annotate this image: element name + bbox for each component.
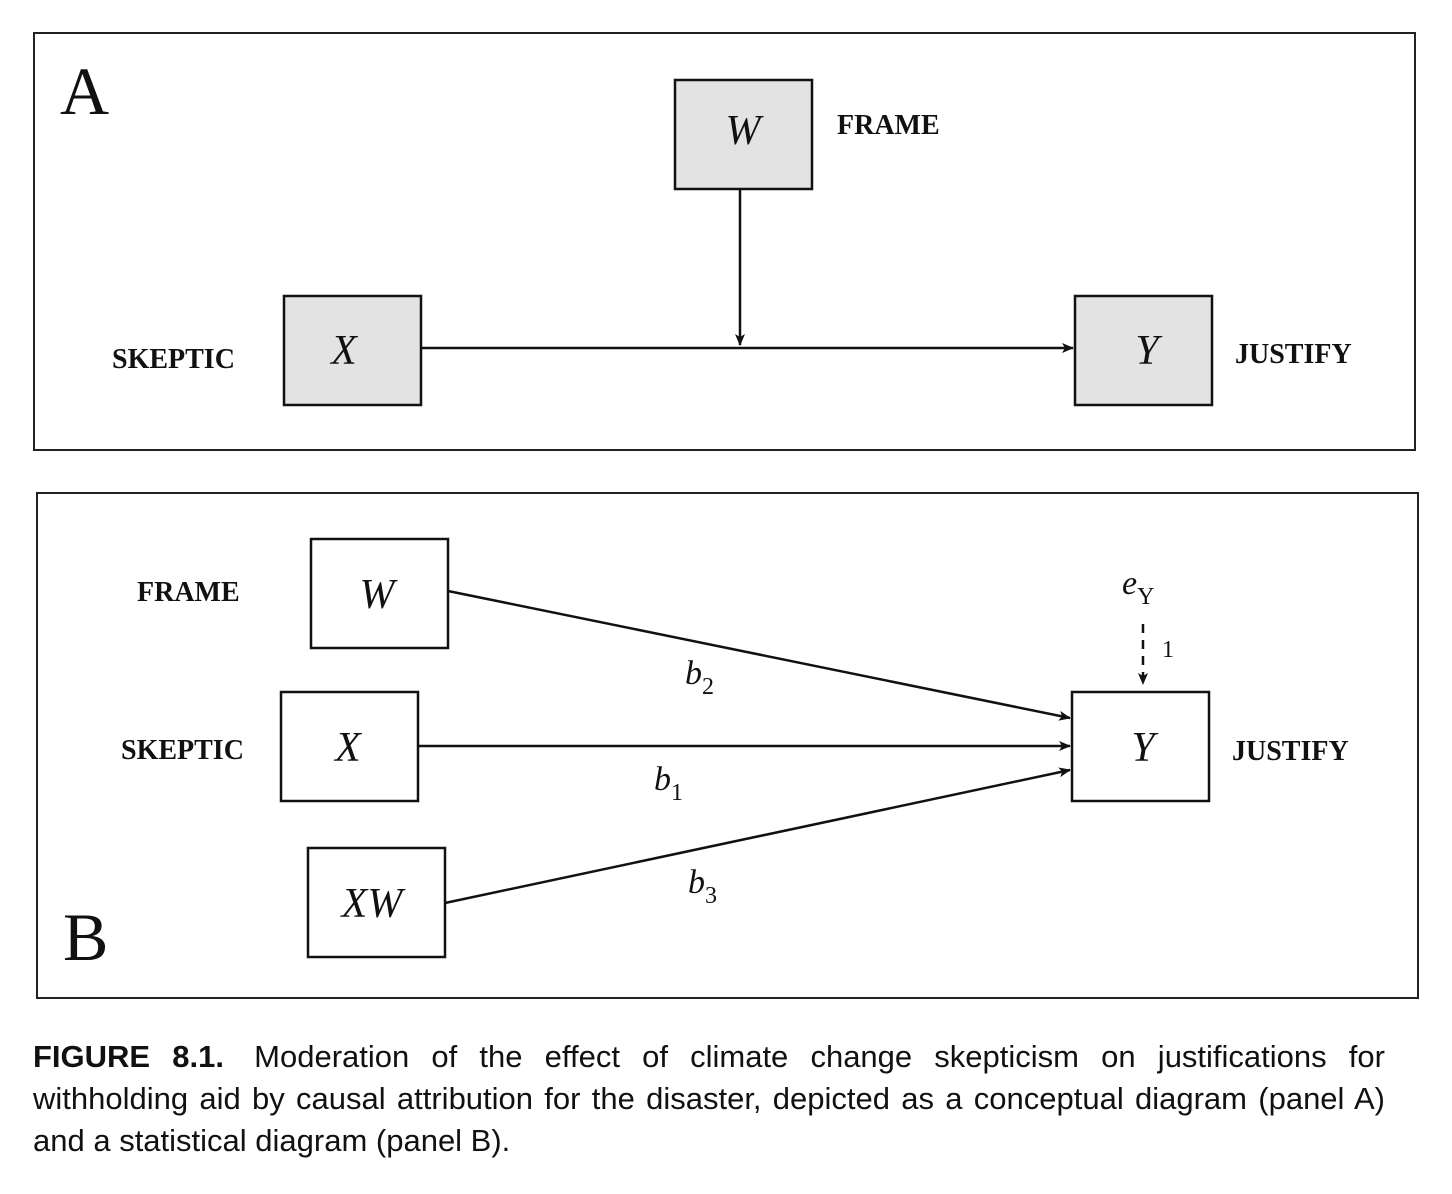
panel-b-skeptic-label: SKEPTIC [121,735,244,766]
panel-a-skeptic-label: SKEPTIC [112,344,235,375]
panel-b-w-box [309,537,450,650]
panel-b-frame [36,492,1419,999]
moderation-diagram: A W FRAME X SKEPTIC Y JUSTIFY B W FRAME … [33,32,1419,999]
panel-a-frame-label: FRAME [837,110,940,141]
panel-b-w-to-y-arrow [447,589,1071,721]
panel-b-letter: B [63,899,108,975]
panel-a-y-symbol: Y [1135,328,1163,374]
panel-b-b2-label: b2 [685,655,714,700]
panel-a: A W FRAME X SKEPTIC Y JUSTIFY [33,32,1416,451]
panel-b-error-loading: 1 [1162,637,1174,663]
panel-b-xw-box [306,846,447,959]
figure-label: FIGURE 8.1. [33,1039,224,1074]
panel-b-y-box [1070,690,1211,803]
panel-b-b1-label: b1 [654,761,683,806]
panel-b-y-symbol: Y [1131,725,1159,771]
panel-b-error-term: eY [1122,565,1154,610]
panel-b-xw-symbol: XW [340,881,407,927]
panel-a-x-box [282,294,423,407]
figure-caption: FIGURE 8.1. Moderation of the effect of … [33,1036,1385,1162]
panel-b-frame-label: FRAME [137,577,240,608]
caption-text: Moderation of the effect of climate chan… [33,1039,1385,1158]
panel-b-x-box [279,690,420,803]
panel-a-y-box [1073,294,1214,407]
panel-b-justify-label: JUSTIFY [1232,736,1349,767]
panel-a-w-symbol: W [726,108,765,154]
panel-a-w-box [673,78,814,191]
panel-b-b3-label: b3 [688,864,717,909]
panel-a-x-symbol: X [329,328,359,374]
panel-a-letter: A [60,53,109,129]
panel-a-frame [33,32,1416,451]
panel-b-w-symbol: W [360,572,399,618]
panel-b-xw-to-y-arrow [444,767,1071,905]
panel-b-x-symbol: X [333,725,363,771]
panel-b: B W FRAME X SKEPTIC XW Y JUSTIFY b2 b1 b… [36,492,1419,999]
panel-a-justify-label: JUSTIFY [1235,339,1352,370]
